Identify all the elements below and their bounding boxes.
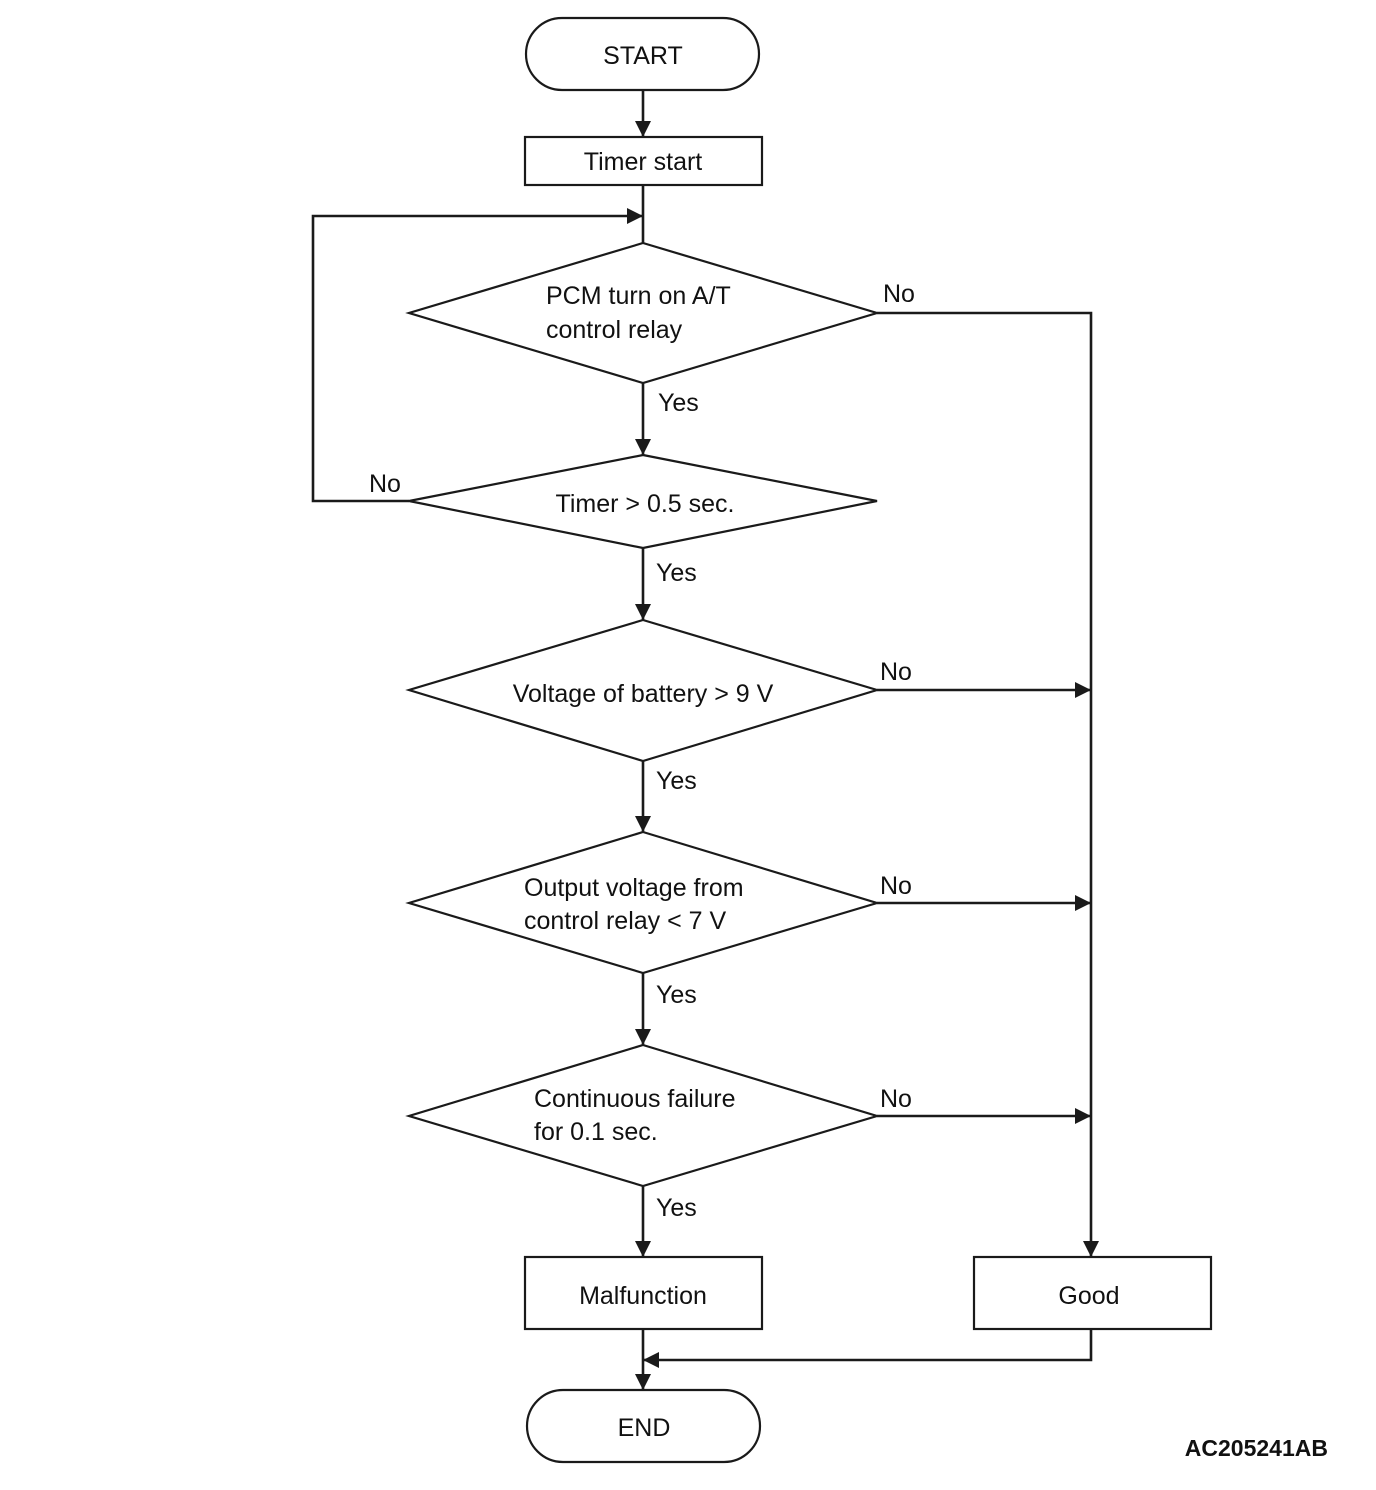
decision-battery-label: Voltage of battery > 9 V xyxy=(513,680,774,708)
edge-label-d5-yes: Yes xyxy=(656,1194,697,1222)
edge-label-d1-yes: Yes xyxy=(658,389,699,417)
end-terminal: END xyxy=(525,1388,762,1464)
decision-timer: Timer > 0.5 sec. xyxy=(408,453,878,550)
figure-id: AC205241AB xyxy=(1185,1435,1328,1461)
start-label: START xyxy=(603,42,683,70)
start-terminal: START xyxy=(524,16,761,92)
decision-continuous-failure: Continuous failure for 0.1 sec. xyxy=(405,1043,881,1188)
connector-decision-1-no-to-good xyxy=(877,311,1099,1257)
edge-label-d3-yes: Yes xyxy=(656,767,697,795)
decision-pcm-control-relay: PCM turn on A/T control relay xyxy=(405,241,881,385)
malfunction-label: Malfunction xyxy=(579,1282,707,1310)
good-label: Good xyxy=(1058,1282,1119,1310)
edge-label-d2-no: No xyxy=(369,470,401,498)
decision-pcm-line-1: PCM turn on A/T xyxy=(546,282,731,310)
timer-start-process: Timer start xyxy=(523,135,764,187)
decision-output-line-1: Output voltage from xyxy=(524,874,744,902)
edge-label-d2-yes: Yes xyxy=(656,559,697,587)
decision-battery-voltage: Voltage of battery > 9 V xyxy=(405,618,881,763)
decision-timer-label: Timer > 0.5 sec. xyxy=(556,490,735,518)
edge-label-d5-no: No xyxy=(880,1085,912,1113)
connector-good-to-end xyxy=(643,1329,1093,1368)
timer-start-label: Timer start xyxy=(584,148,703,176)
edge-label-d3-no: No xyxy=(880,658,912,686)
edge-label-d4-yes: Yes xyxy=(656,981,697,1009)
malfunction-process: Malfunction xyxy=(523,1255,764,1331)
decision-output-voltage: Output voltage from control relay < 7 V xyxy=(405,830,881,975)
edge-label-d1-no: No xyxy=(883,280,915,308)
good-process: Good xyxy=(972,1255,1213,1331)
edge-label-d4-no: No xyxy=(880,872,912,900)
decision-continuous-line-2: for 0.1 sec. xyxy=(534,1118,658,1146)
decision-pcm-line-2: control relay xyxy=(546,316,683,344)
decision-continuous-line-1: Continuous failure xyxy=(534,1085,736,1113)
decision-output-line-2: control relay < 7 V xyxy=(524,907,727,935)
end-label: END xyxy=(618,1414,671,1442)
connector-decision-2-no-loop xyxy=(311,208,643,503)
